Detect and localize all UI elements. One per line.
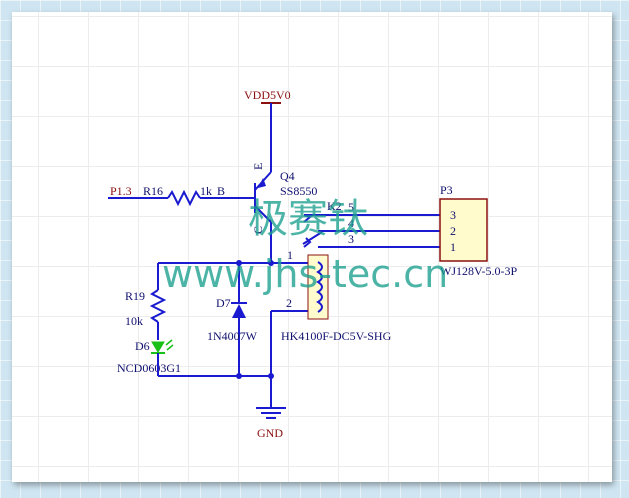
vdd-power-symbol [261,102,281,172]
q4-ref-label: Q4 [280,169,295,183]
relay-ref-label: K2 [327,199,342,213]
d7-ref-label: D7 [216,296,231,310]
r16-ref-label: R16 [143,184,163,198]
watermark-url: www.jhs-tec.cn [162,252,448,296]
d7-part-label: 1N4007W [207,329,258,343]
watermark-cn: 极赛钛 [248,196,368,242]
d6-part-label: NCD0603G1 [117,361,181,375]
r19-resistor [149,289,167,323]
p3-pin-1-label: 1 [450,240,456,254]
relay-pin4-label: 4 [348,216,354,230]
d6-ref-label: D6 [135,339,150,353]
r16-value-label: 1k [200,184,212,198]
vdd-net-label: VDD5V0 [244,88,291,102]
p3-pin-3-label: 3 [450,208,456,222]
relay-part-label: HK4100F-DC5V-SHG [281,329,392,343]
gnd-net-label: GND [257,426,283,440]
p3-part-label: WJ128V-5.0-3P [440,264,518,278]
relay-body [307,254,329,320]
q4-pin-e-label: E [251,163,265,170]
relay-pin3-label: 3 [348,232,354,246]
q4-pin-b-label: B [217,184,225,198]
relay-pin5-label: 5 [348,200,354,214]
p3-pin-2-label: 2 [450,224,456,238]
input-net-label: P1.3 [110,184,132,198]
r19-value-label: 10k [125,314,143,328]
relay-contacts [302,214,440,248]
q4-pin-c-label: C [251,226,265,234]
p3-connector-body [439,198,488,262]
d7-diode [231,302,247,318]
q4-part-label: SS8550 [280,184,317,198]
relay-pin2-label: 2 [286,296,292,310]
q4-transistor [254,171,272,223]
p3-ref-label: P3 [440,183,453,197]
r16-resistor [167,189,201,207]
relay-pin1-label: 1 [287,248,293,262]
gnd-symbol [256,407,286,419]
r19-ref-label: R19 [125,289,145,303]
relay-coil [316,261,323,313]
d6-led [151,339,174,354]
schematic-sheet [12,12,612,482]
